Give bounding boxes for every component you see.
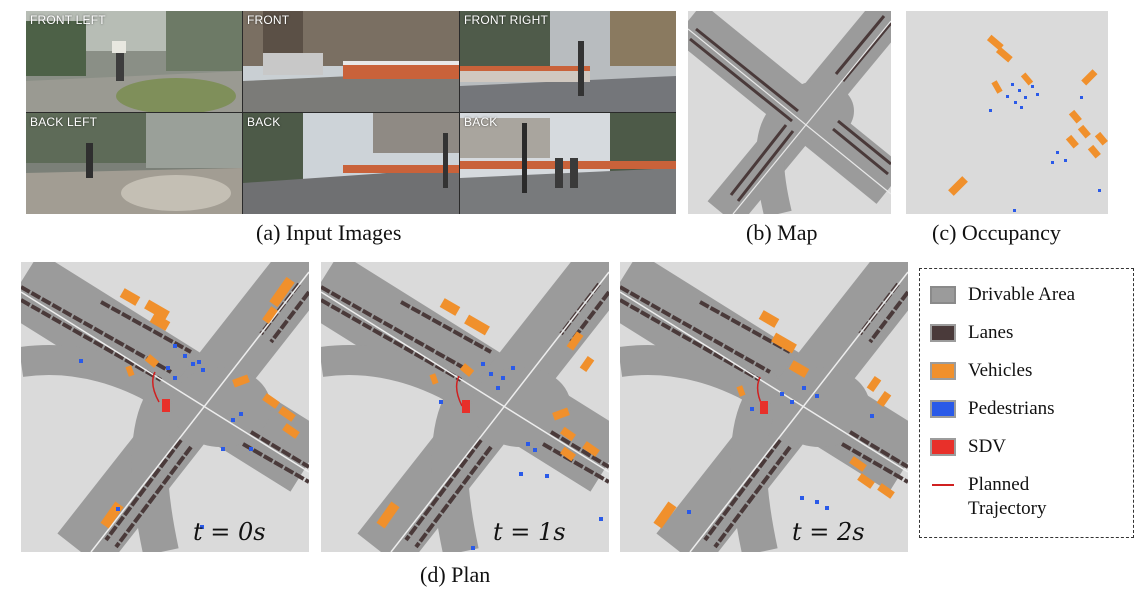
legend-label: Planned Trajectory bbox=[968, 473, 1046, 521]
sdv-swatch bbox=[930, 438, 956, 456]
caption-plan: (d) Plan bbox=[420, 562, 491, 587]
camera-front-right: FRONT RIGHT bbox=[460, 11, 676, 112]
time-label-t2: t = 2s bbox=[792, 518, 865, 546]
caption-occupancy: (c) Occupancy bbox=[932, 220, 1061, 245]
legend-label: SDV bbox=[968, 436, 1007, 457]
legend-label: Pedestrians bbox=[968, 398, 1055, 419]
caption-input-images: (a) Input Images bbox=[256, 220, 402, 245]
camera-back-left: BACK LEFT bbox=[26, 113, 242, 214]
plan-panel-t0: t = 0s bbox=[21, 262, 309, 552]
legend-label: Vehicles bbox=[968, 360, 1033, 381]
legend-label-line2: Trajectory bbox=[968, 498, 1047, 519]
plan-panel-t1: t = 1s bbox=[321, 262, 609, 552]
pedestrians-swatch bbox=[930, 400, 956, 418]
plan-agents-t1 bbox=[376, 298, 603, 550]
legend: Drivable Area Lanes Vehicles Pedestrians… bbox=[919, 268, 1134, 538]
camera-label: BACK bbox=[464, 115, 498, 129]
vehicles-swatch bbox=[930, 362, 956, 380]
legend-item-pedestrians: Pedestrians bbox=[930, 397, 1055, 421]
time-label-t0: t = 0s bbox=[193, 518, 266, 546]
time-label-t1: t = 1s bbox=[493, 518, 566, 546]
legend-label: Lanes bbox=[968, 322, 1014, 343]
occupancy-panel bbox=[906, 11, 1108, 214]
legend-item-vehicles: Vehicles bbox=[930, 359, 1032, 383]
camera-label: BACK LEFT bbox=[30, 115, 98, 129]
plan-agents-t2 bbox=[653, 310, 895, 529]
trajectory-line-icon bbox=[930, 473, 956, 497]
camera-back-2: BACK bbox=[460, 113, 676, 214]
camera-label: FRONT LEFT bbox=[30, 13, 106, 27]
input-images-panel: FRONT LEFT FRONT FRONT RIGHT bbox=[26, 11, 676, 214]
plan-panel-t2: t = 2s bbox=[620, 262, 908, 552]
legend-item-drivable-area: Drivable Area bbox=[930, 283, 1075, 307]
caption-map: (b) Map bbox=[746, 220, 818, 245]
camera-label: BACK bbox=[247, 115, 281, 129]
legend-item-sdv: SDV bbox=[930, 435, 1006, 459]
map-panel bbox=[688, 11, 891, 214]
camera-label: FRONT RIGHT bbox=[464, 13, 548, 27]
legend-item-lanes: Lanes bbox=[930, 321, 1013, 345]
legend-item-planned-trajectory: Planned Trajectory bbox=[930, 473, 1046, 521]
legend-label: Drivable Area bbox=[968, 284, 1076, 305]
legend-label-line1: Planned bbox=[968, 474, 1030, 495]
camera-label: FRONT bbox=[247, 13, 290, 27]
lanes-swatch bbox=[930, 324, 956, 342]
camera-front-left: FRONT LEFT bbox=[26, 11, 242, 112]
camera-back-1: BACK bbox=[243, 113, 459, 214]
camera-front: FRONT bbox=[243, 11, 459, 112]
plan-agents-t0 bbox=[79, 276, 300, 529]
drivable-area-swatch bbox=[930, 286, 956, 304]
